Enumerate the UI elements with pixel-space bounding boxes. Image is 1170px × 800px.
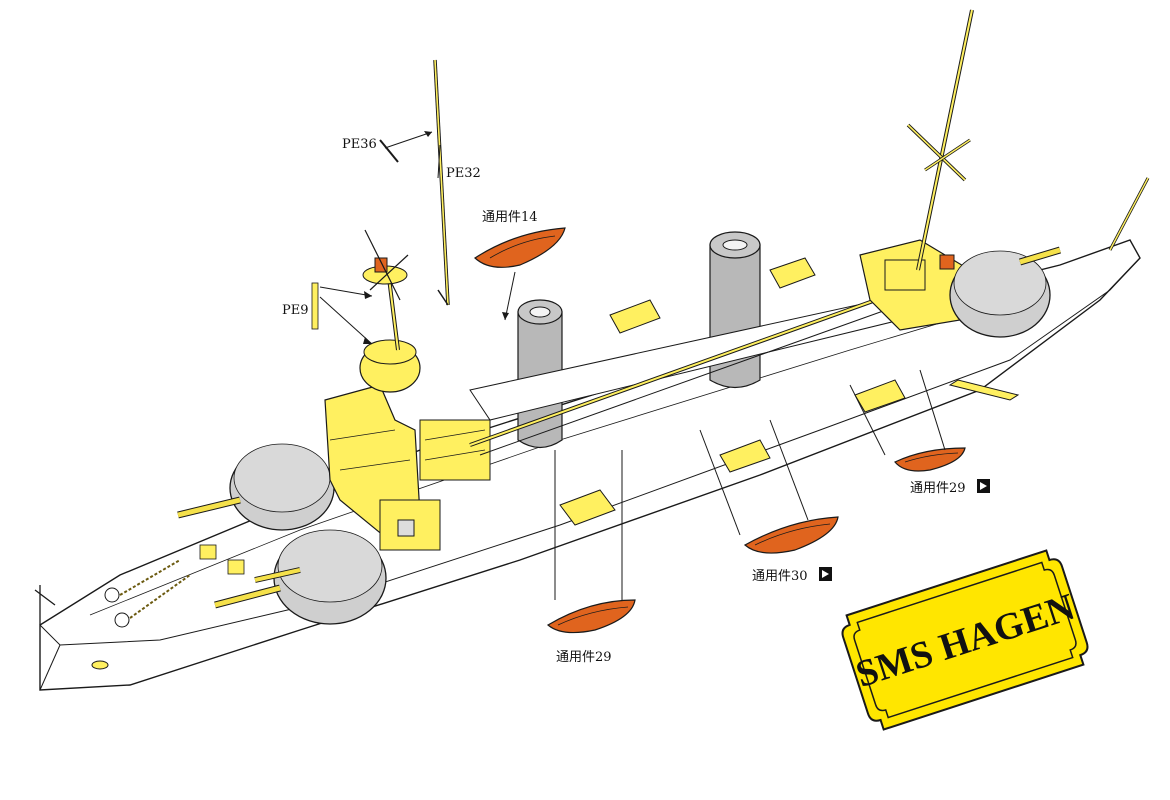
midship-deck [469, 293, 901, 456]
forward-turret-2 [214, 529, 387, 625]
boat-part14 [474, 227, 566, 268]
stern-flagstaff [1108, 177, 1150, 251]
label-part29-right: 通用件29 [910, 481, 966, 496]
symbol-icon-part29 [977, 479, 990, 493]
aft-superstructure [859, 239, 971, 331]
label-part30: 通用件30 [752, 569, 808, 584]
label-part14: 通用件14 [482, 210, 538, 225]
pe36-yard [379, 139, 399, 163]
davits [559, 257, 906, 526]
accommodation-ladder [948, 379, 1020, 401]
nameplate: SMS HAGEN [841, 549, 1089, 731]
symbol-icon-part30 [819, 567, 832, 581]
foredeck-fittings [34, 544, 245, 670]
label-pe32: PE32 [446, 166, 481, 181]
aft-turret [949, 246, 1062, 338]
boat-part29-right [894, 447, 966, 472]
foremast [362, 229, 409, 351]
label-pe36: PE36 [342, 137, 377, 152]
mainmast [906, 9, 974, 271]
boat-part30 [743, 516, 839, 554]
label-pe9: PE9 [282, 303, 309, 318]
forward-turret-1 [177, 443, 335, 531]
boat-part29-bottom [546, 599, 636, 634]
leader-arrowheads [363, 131, 509, 344]
pe9-ladder [311, 282, 319, 330]
leader-lines [319, 131, 946, 600]
label-part29-bottom: 通用件29 [556, 650, 612, 665]
bridge-superstructure [324, 339, 491, 551]
pe32-topmast [433, 59, 450, 306]
